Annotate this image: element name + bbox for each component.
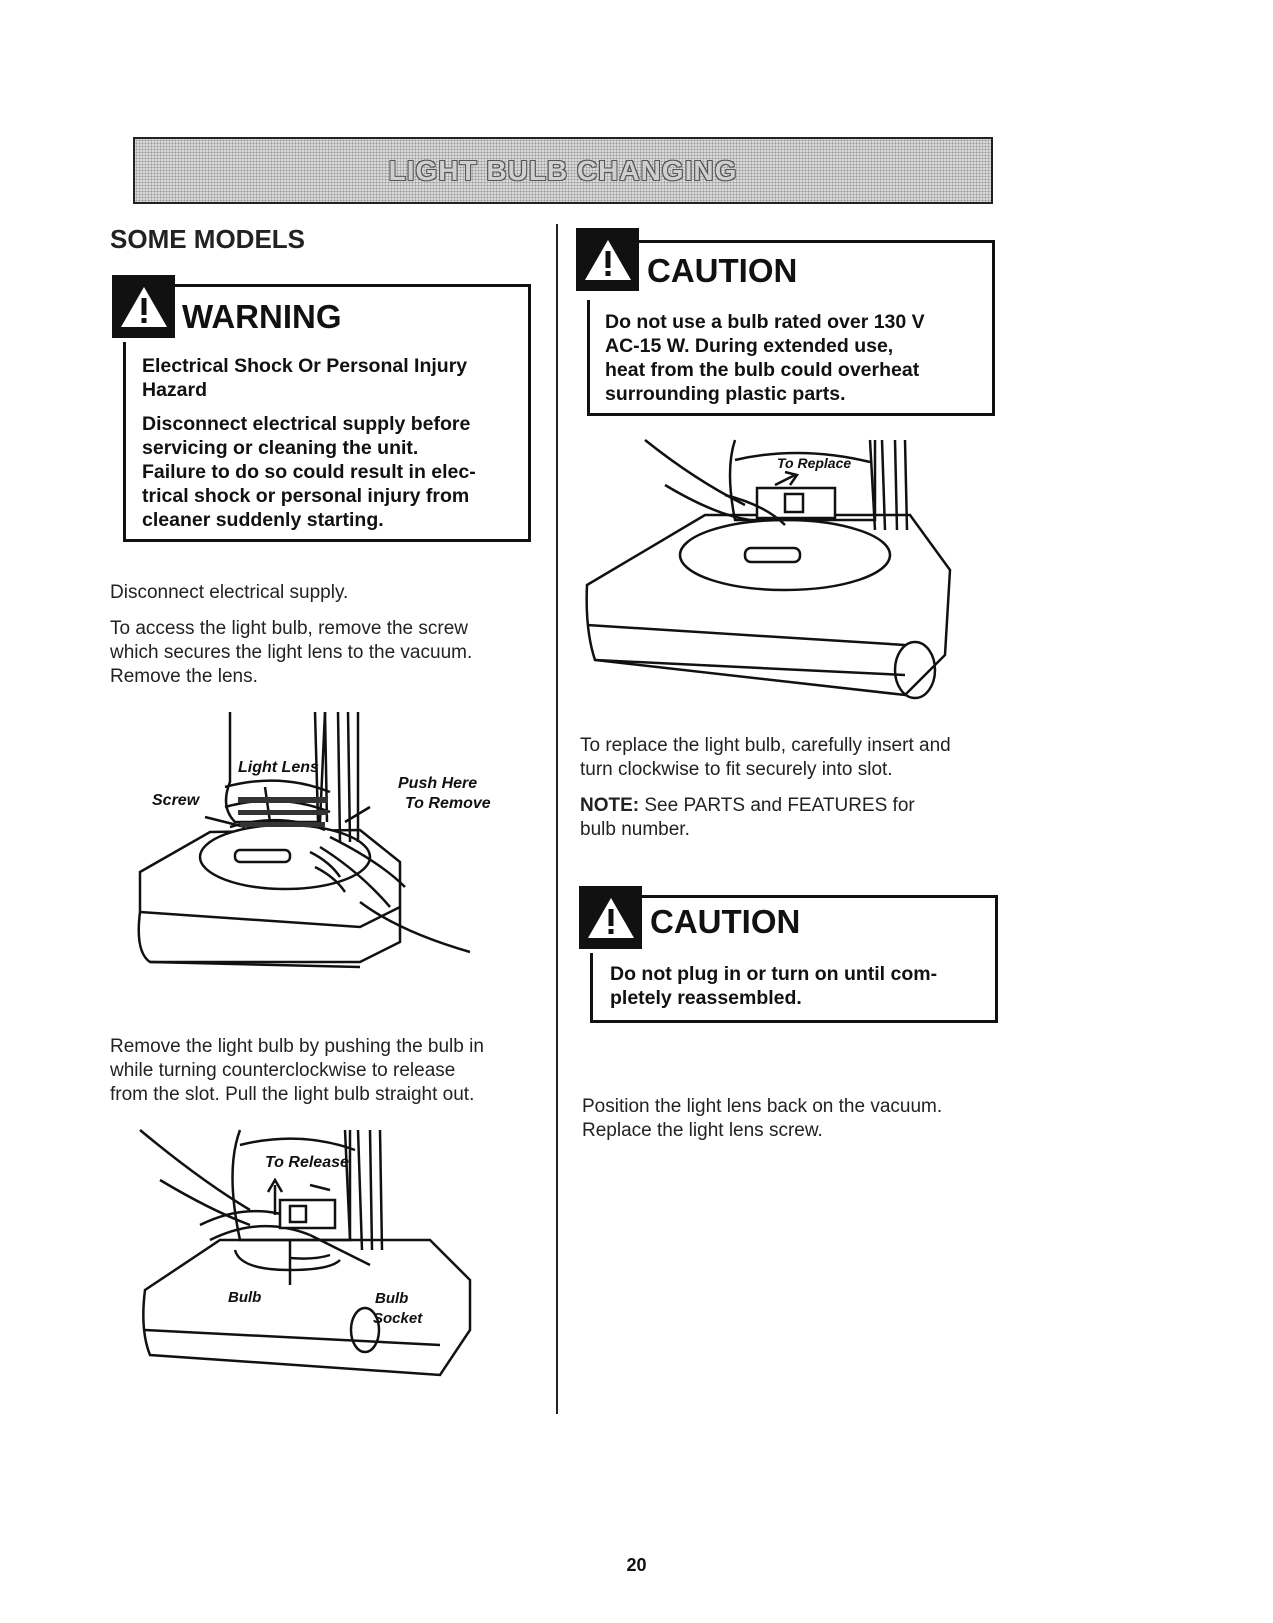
warning-text: Electrical Shock Or Personal Injury Haza… [142,354,527,532]
caution-title: CAUTION [650,903,801,940]
instruction-reassemble: Position the light lens back on the vacu… [582,1095,1002,1143]
note-body: See PARTS and FEATURES for [639,795,915,816]
instruction-line: while turning counterclockwise to releas… [110,1060,456,1081]
section-title: LIGHT BULB CHANGING [388,154,738,186]
warning-body-line: Disconnect electrical supply before [142,413,471,435]
instruction-line: Disconnect electrical supply. [110,582,349,603]
note-text: NOTE: See PARTS and FEATURES for bulb nu… [580,794,1000,842]
page-number: 20 [626,1555,647,1575]
bulb-socket-label: Socket [373,1310,423,1327]
instruction-line: Remove the light bulb by pushing the bul… [110,1036,484,1057]
caution-icon [579,886,642,949]
caution-box-2 [590,895,998,1023]
caution-line: Do not plug in or turn on until com- [610,963,938,985]
instruction-disconnect: Disconnect electrical supply. [110,581,540,605]
caution-title: CAUTION [647,252,798,289]
caution-icon [576,228,639,291]
bulb-label: Bulb [228,1289,261,1306]
replace-bulb-illustration: To Replace [585,439,952,700]
instruction-line: Replace the light lens screw. [582,1120,823,1141]
light-lens-label: Light Lens [238,759,319,776]
caution-line: heat from the bulb could overheat [605,359,920,381]
to-remove-label: To Remove [405,795,491,812]
warning-box [123,284,531,542]
instruction-access: To access the light bulb, remove the scr… [110,617,550,689]
note-body: bulb number. [580,819,690,840]
caution-line: surrounding plastic parts. [605,383,846,405]
warning-body-line: servicing or cleaning the unit. [142,437,419,459]
instruction-line: To access the light bulb, remove the scr… [110,618,469,639]
column-divider [556,224,558,1414]
warning-hazard-line: Hazard [142,379,208,401]
instruction-line: Remove the lens. [110,666,258,687]
models-heading: SOME MODELS [110,224,306,254]
to-release-label: To Release [265,1154,349,1171]
caution-line: pletely reassembled. [610,987,802,1009]
bulb-socket-label: Bulb [375,1290,408,1307]
warning-body-line: cleaner suddenly starting. [142,509,384,531]
remove-lens-illustration: Light Lens Screw Push Here To Remove [137,711,491,969]
warning-body-line: trical shock or personal injury from [142,485,470,507]
section-title-bar: LIGHT BULB CHANGING [133,137,993,204]
instruction-replace: To replace the light bulb, carefully ins… [580,734,1000,782]
screw-label: Screw [152,792,201,809]
instruction-line: Position the light lens back on the vacu… [582,1096,943,1117]
instruction-line: To replace the light bulb, carefully ins… [580,735,951,756]
release-bulb-illustration: To Release Bulb Bulb Socket [139,1129,472,1377]
caution-line: AC-15 W. During extended use, [605,335,894,357]
push-here-label: Push Here [398,775,477,792]
to-replace-label: To Replace [777,455,851,471]
caution-box [587,240,995,416]
warning-body-line: Failure to do so could result in elec- [142,461,476,483]
caution-text: Do not use a bulb rated over 130 V AC-15… [605,310,990,406]
warning-hazard-line: Electrical Shock Or Personal Injury [142,355,468,377]
warning-icon [112,275,175,338]
instruction-line: turn clockwise to fit securely into slot… [580,759,893,780]
caution-text: Do not plug in or turn on until com- ple… [610,962,990,1010]
instruction-remove-bulb: Remove the light bulb by pushing the bul… [110,1035,550,1107]
instruction-line: from the slot. Pull the light bulb strai… [110,1084,475,1105]
warning-title: WARNING [182,298,342,335]
caution-line: Do not use a bulb rated over 130 V [605,311,925,333]
note-label: NOTE: [580,795,640,816]
instruction-line: which secures the light lens to the vacu… [110,642,473,663]
